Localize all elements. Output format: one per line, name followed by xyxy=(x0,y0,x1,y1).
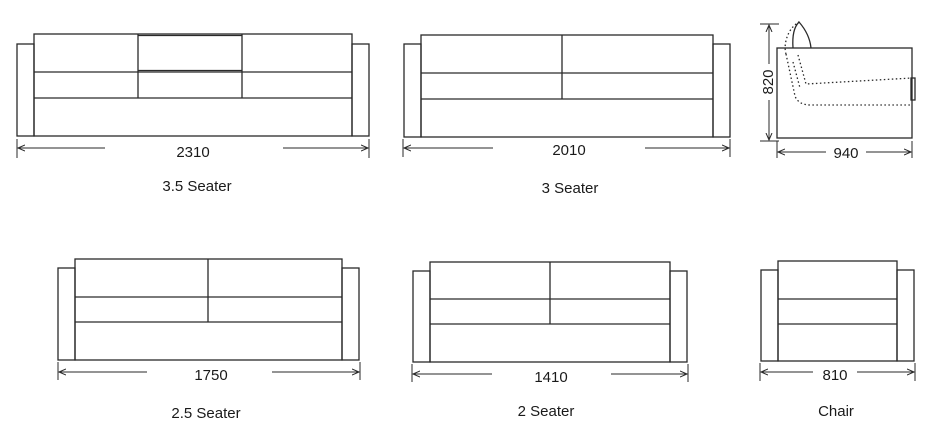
width-chair: 810 xyxy=(822,367,847,384)
label-3-seater: 3 Seater xyxy=(542,180,599,197)
left-arm xyxy=(57,267,76,361)
side-height: 820 xyxy=(760,69,777,94)
label-3-5-seater: 3.5 Seater xyxy=(162,178,231,195)
sofa-3-5-seater-drawing xyxy=(16,33,370,137)
left-arm xyxy=(760,269,779,362)
left-arm xyxy=(403,43,422,138)
width-2-seater: 1410 xyxy=(534,369,567,386)
sofa-2-seater-drawing xyxy=(412,261,688,363)
right-arm xyxy=(669,270,688,363)
label-2-5-seater: 2.5 Seater xyxy=(171,405,240,422)
dimension-line-chair xyxy=(759,363,916,381)
body xyxy=(420,34,714,138)
sofa-3-seater-drawing xyxy=(403,34,731,138)
side-view-drawing xyxy=(776,21,916,139)
right-arm xyxy=(341,267,360,361)
left-arm xyxy=(412,270,431,363)
dimension-line-depth xyxy=(776,141,913,158)
chair-drawing xyxy=(760,260,915,362)
label-chair: Chair xyxy=(818,403,854,420)
side-profile xyxy=(776,47,913,139)
body xyxy=(777,260,898,362)
width-3-seater: 2010 xyxy=(552,142,585,159)
dimension-line-3-5-seater xyxy=(16,139,370,158)
dimension-line-2-5-seater xyxy=(57,362,361,380)
left-arm xyxy=(16,43,35,137)
dimension-line-2-seater xyxy=(411,364,689,382)
body xyxy=(33,33,353,137)
right-arm xyxy=(896,269,915,362)
width-3-5-seater: 2310 xyxy=(176,144,209,161)
label-2-seater: 2 Seater xyxy=(518,403,575,420)
right-arm xyxy=(712,43,731,138)
right-arm xyxy=(351,43,370,137)
dimension-line-height xyxy=(760,23,779,142)
width-2-5-seater: 1750 xyxy=(194,367,227,384)
sofa-2-5-seater-drawing xyxy=(57,258,360,361)
dimension-line-3-seater xyxy=(402,139,731,157)
side-depth: 940 xyxy=(833,145,858,162)
